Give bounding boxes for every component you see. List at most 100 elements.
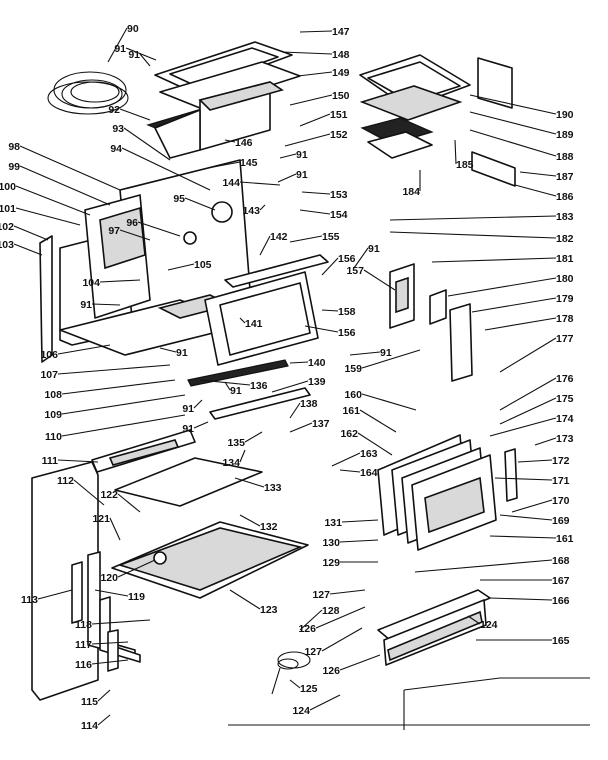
leader-line	[159, 347, 177, 353]
leader-line	[414, 559, 553, 573]
wiring-harness	[47, 71, 129, 115]
leader-line	[259, 235, 271, 256]
callout-label: 183	[556, 211, 574, 223]
leader-line	[289, 94, 333, 106]
leader-line	[467, 615, 481, 625]
callout-label: 91	[182, 423, 194, 435]
leader-line	[224, 139, 236, 143]
callout-label: 107	[40, 369, 58, 381]
leader-line	[489, 417, 557, 437]
callout-label: 177	[556, 333, 574, 345]
leader-line	[229, 589, 261, 610]
callout-label: 136	[250, 380, 268, 392]
leader-line	[339, 469, 361, 473]
callout-label: 139	[308, 376, 326, 388]
door-frame	[204, 254, 329, 366]
leader-line	[117, 493, 141, 513]
leader-line	[94, 589, 129, 597]
callout-label: 114	[81, 720, 98, 732]
leader-line	[447, 277, 557, 297]
leader-line	[489, 535, 557, 539]
leader-line	[15, 185, 91, 216]
leader-line	[331, 452, 361, 467]
callout-label: 186	[556, 191, 574, 203]
callout-label: 91	[368, 243, 380, 255]
callout-label: 121	[92, 513, 110, 525]
leader-line	[299, 30, 333, 33]
callout-label: 138	[300, 398, 318, 410]
leader-line	[57, 459, 99, 463]
leader-line	[193, 399, 203, 409]
control-panel	[91, 429, 196, 473]
callout-label: 101	[0, 203, 16, 215]
callout-label: 90	[127, 23, 139, 35]
leader-line	[499, 337, 557, 373]
callout-label: 116	[75, 659, 92, 671]
leader-line	[19, 145, 121, 191]
leader-line	[57, 344, 111, 355]
callout-label: 122	[100, 489, 118, 501]
leader-line	[309, 694, 341, 711]
leader-line	[239, 181, 281, 186]
bottom-bracket	[228, 677, 590, 730]
trim-strips	[471, 57, 516, 187]
leader-line	[357, 432, 393, 456]
leader-line	[184, 197, 216, 211]
leader-line	[389, 215, 557, 221]
callout-label: 106	[40, 349, 58, 361]
callout-label: 120	[100, 572, 118, 584]
oven-door	[377, 434, 518, 551]
callout-label: 141	[245, 318, 263, 330]
leader-line	[517, 459, 553, 463]
leader-line	[301, 191, 331, 195]
leader-line	[289, 235, 323, 243]
callout-label: 125	[300, 683, 318, 695]
leader-line	[61, 379, 176, 395]
leader-line	[511, 499, 553, 513]
leader-line	[271, 380, 309, 393]
callout-label: 108	[44, 389, 62, 401]
leader-line	[91, 303, 121, 306]
callout-label: 100	[0, 181, 16, 193]
callout-label: 91	[296, 169, 308, 181]
callout-label: 103	[0, 239, 14, 251]
callout-label: 140	[308, 357, 326, 369]
callout-label: 91	[80, 299, 92, 311]
leader-line	[123, 127, 171, 161]
callout-label: 151	[330, 109, 348, 121]
callout-label: 111	[42, 455, 59, 467]
leader-line	[289, 361, 309, 364]
leader-line	[37, 589, 73, 600]
leader-line	[494, 477, 553, 481]
leader-line	[471, 297, 557, 313]
leader-line	[289, 422, 313, 433]
cooktop-frame	[154, 41, 301, 109]
callout-label: 127	[304, 646, 322, 658]
callout-label: 187	[556, 171, 574, 183]
broiler-pan	[114, 457, 263, 507]
leader-line	[224, 381, 231, 391]
leader-line	[91, 619, 151, 625]
callout-label: 112	[57, 475, 74, 487]
callout-label: 156	[338, 327, 356, 339]
leader-line	[107, 27, 128, 63]
leader-line	[13, 225, 49, 241]
drawer-bottom	[111, 521, 309, 599]
callout-label: 134	[222, 457, 240, 469]
leader-line	[91, 659, 129, 665]
leader-line	[361, 349, 421, 369]
callout-label: 93	[112, 123, 124, 135]
callout-label: 144	[222, 177, 240, 189]
leader-line	[119, 108, 151, 121]
callout-labels: 9091929394959697989910010110210310491106…	[0, 23, 574, 732]
callout-label: 162	[340, 428, 358, 440]
leader-line	[119, 229, 151, 241]
leader-line	[239, 449, 246, 463]
leader-line	[321, 309, 339, 312]
leader-line	[534, 437, 557, 446]
leader-line	[207, 161, 241, 169]
callout-label: 133	[264, 482, 282, 494]
callout-label: 175	[556, 393, 574, 405]
